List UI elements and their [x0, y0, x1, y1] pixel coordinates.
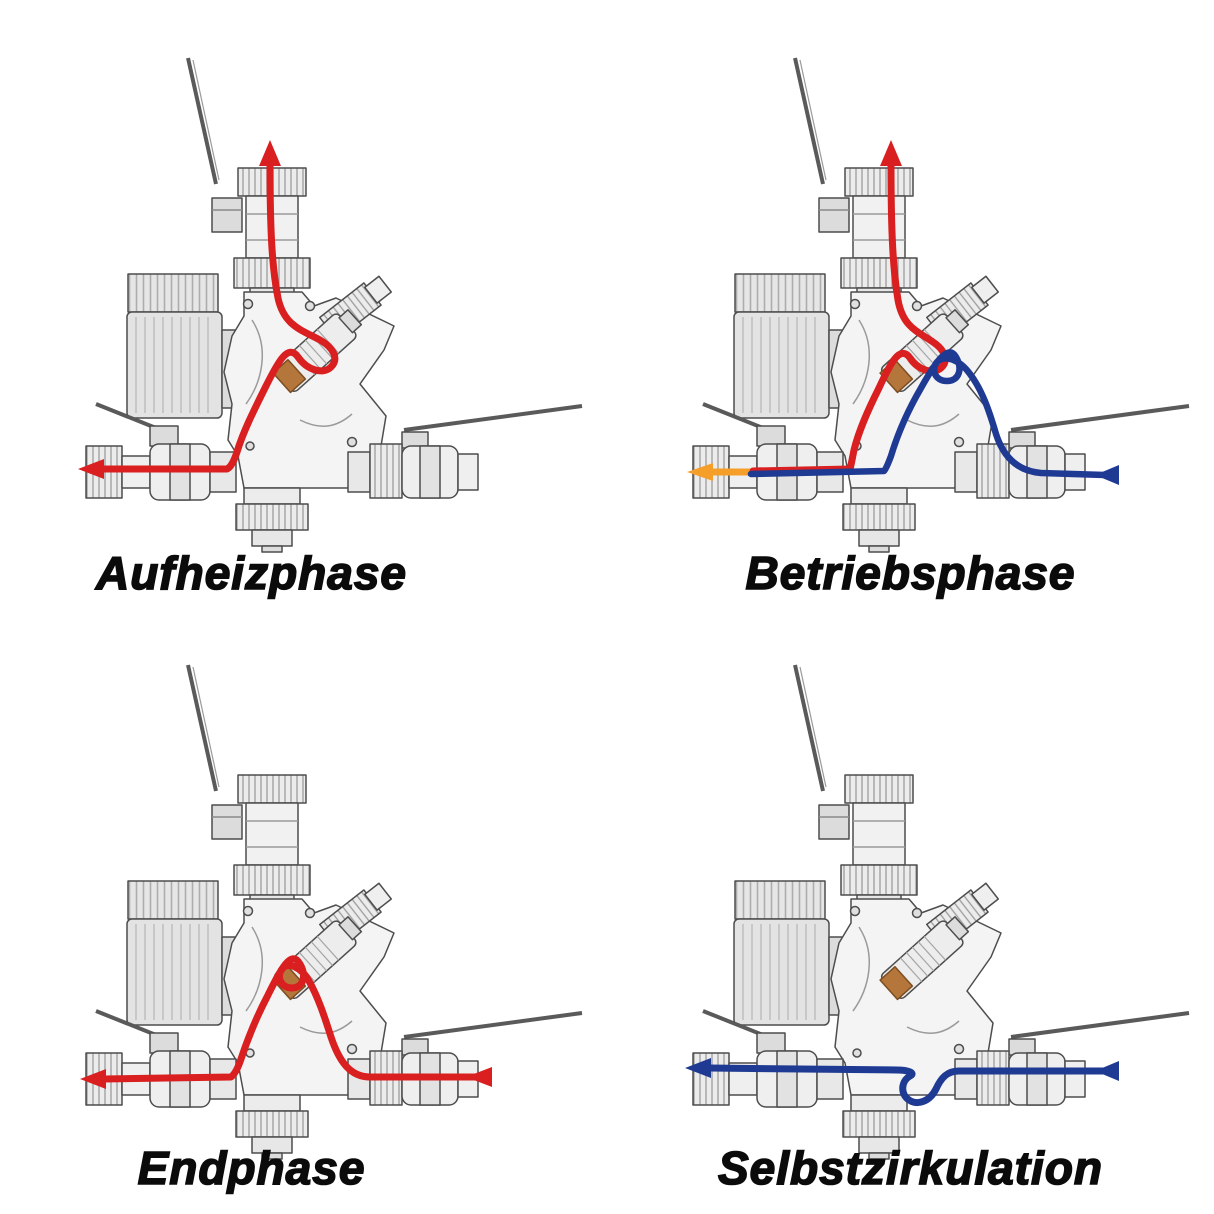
panel-selbstzirkulation: Selbstzirkulation [607, 607, 1214, 1214]
hot-arrow-left-icon [78, 459, 104, 479]
panel-label-selbstzirkulation: Selbstzirkulation [717, 1142, 1104, 1195]
valve-drawing-selbstzirkulation [685, 663, 1191, 1161]
hot-arrow-in-right-icon [466, 1067, 492, 1087]
hot-flow-path [98, 160, 339, 473]
valve-drawing-endphase [80, 663, 584, 1161]
valve-assembly [84, 56, 584, 554]
hot-arrow-left-icon [80, 1069, 106, 1089]
cold-flow-path [747, 349, 1109, 479]
panel-label-betriebsphase: Betriebsphase [745, 547, 1076, 600]
cold-arrow-left-icon [685, 1058, 711, 1078]
cold-arrow-left-icon [1095, 465, 1119, 485]
panel-endphase: Endphase [0, 607, 607, 1214]
panel-label-aufheizphase: Aufheizphase [95, 547, 408, 600]
panel-aufheizphase: Aufheizphase [0, 0, 607, 607]
panel-betriebsphase: Betriebsphase [607, 0, 1214, 607]
valve-assembly [84, 663, 584, 1161]
hot-arrow-up-icon [880, 140, 902, 166]
cold-arrow-in-right-icon [1095, 1061, 1119, 1081]
cold-flow-path [705, 1064, 1111, 1106]
panel-label-endphase: Endphase [137, 1142, 366, 1195]
warm-arrow-left-icon [687, 463, 713, 481]
valve-drawing-aufheizphase [78, 56, 584, 554]
hot-arrow-up-icon [259, 140, 281, 166]
valve-drawing-betriebsphase [687, 56, 1191, 554]
hot-flow-path [100, 955, 482, 1083]
